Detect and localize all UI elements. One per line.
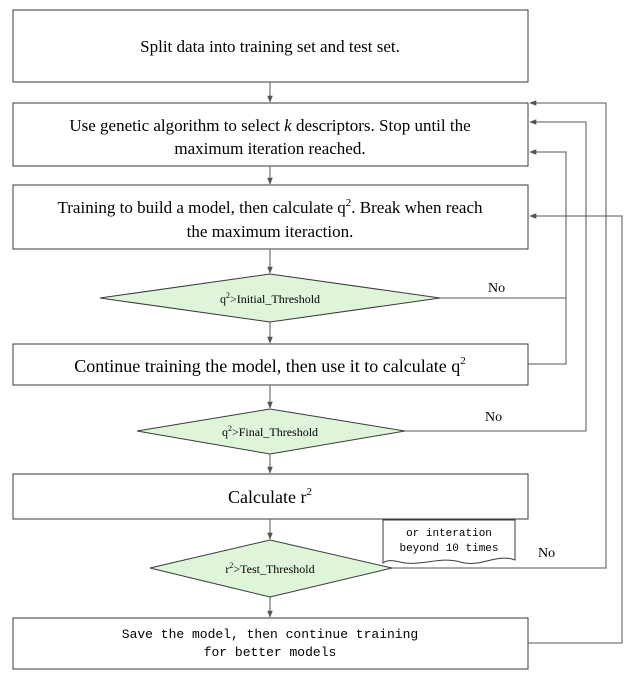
train-model-text-b: . Break when reach — [351, 198, 483, 217]
final-threshold-q: q — [222, 425, 228, 439]
calculate-r2-text: Calculate r2 — [228, 486, 312, 507]
train-model-text-line1: Training to build a model, then calculat… — [57, 197, 483, 217]
genetic-algorithm-text-line2: maximum iteration reached. — [174, 139, 365, 158]
save-model-box — [12, 617, 529, 670]
train-model-text-line2: the maximum iteraction. — [187, 222, 354, 241]
final-threshold-sup: 2 — [228, 424, 232, 433]
final-threshold-text: q2>Final_Threshold — [222, 424, 318, 439]
note-shape — [382, 519, 516, 564]
continue-training-box — [12, 343, 529, 386]
continue-training-sup: 2 — [460, 355, 466, 367]
calculate-r2-box — [12, 473, 529, 520]
calculate-r2-sup: 2 — [306, 486, 312, 498]
initial-threshold-label: >Initial_Threshold — [230, 292, 320, 306]
genetic-algorithm-text-line1: Use genetic algorithm to select k descri… — [69, 116, 470, 135]
loop-continue-back — [528, 152, 567, 365]
calculate-r2-text-a: Calculate r — [228, 487, 306, 507]
genetic-algorithm-text-b: descriptors. Stop until the — [292, 116, 471, 135]
train-model-text-a: Training to build a model, then calculat… — [57, 198, 346, 217]
split-data-text: Split data into training set and test se… — [140, 37, 400, 56]
test-threshold-text: r2>Test_Threshold — [225, 561, 314, 576]
genetic-algorithm-k: k — [284, 116, 292, 135]
loop-test-no — [392, 100, 607, 569]
final-threshold-label: >Final_Threshold — [232, 425, 318, 439]
genetic-algorithm-text-a: Use genetic algorithm to select — [69, 116, 284, 135]
no-label-final: No — [485, 410, 502, 425]
note-text-line1: or interation — [406, 528, 492, 540]
loop-save-back — [528, 213, 623, 644]
split-data-box — [12, 9, 529, 83]
train-model-box — [12, 184, 529, 250]
train-model-sup: 2 — [346, 197, 352, 209]
test-threshold-r: r — [225, 562, 229, 576]
test-threshold-sup: 2 — [229, 561, 233, 570]
loop-final-no — [405, 119, 587, 432]
no-label-test: No — [538, 546, 555, 561]
no-label-initial: No — [488, 281, 505, 296]
save-model-text-line2: for better models — [204, 645, 337, 660]
continue-training-text: Continue training the model, then use it… — [74, 355, 465, 376]
continue-training-text-a: Continue training the model, then use it… — [74, 356, 460, 376]
initial-threshold-q: q — [220, 292, 226, 306]
note-text-line2: beyond 10 times — [399, 543, 498, 555]
test-threshold-label: >Test_Threshold — [233, 562, 314, 576]
save-model-text-line1: Save the model, then continue training — [122, 627, 418, 642]
genetic-algorithm-box — [12, 102, 529, 167]
initial-threshold-text: q2>Initial_Threshold — [220, 291, 320, 306]
initial-threshold-sup: 2 — [226, 291, 230, 300]
